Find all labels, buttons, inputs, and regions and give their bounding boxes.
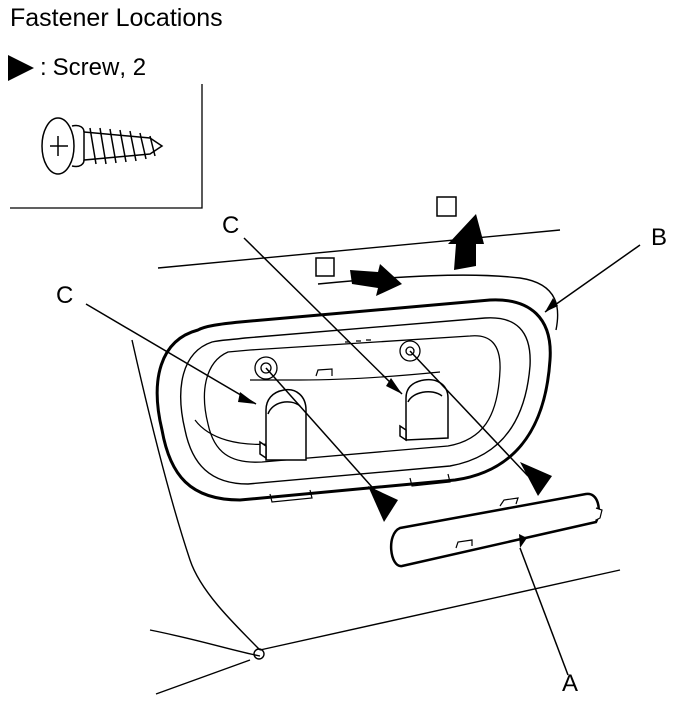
legend-fastener-name: Screw [52, 54, 120, 81]
removal-step-1-box [315, 257, 335, 277]
callout-label-b: B [651, 224, 668, 251]
leader-arrowheads [238, 298, 558, 548]
triangle-marker-icon [8, 55, 34, 81]
page-title: Fastener Locations [10, 4, 223, 32]
removal-step-1-arrow [350, 264, 402, 296]
legend-separator: : [40, 54, 47, 81]
legend-quantity: 2 [119, 54, 146, 82]
leader-lines [85, 237, 641, 676]
bracket-c-left [259, 388, 307, 461]
screw-hole-left [254, 356, 278, 380]
cover-a [390, 492, 603, 568]
fastener-legend: : Screw 2 [8, 54, 146, 82]
bezel-b [155, 298, 552, 503]
screw-icon [41, 117, 164, 175]
screw-marker-right [520, 462, 552, 496]
callout-label-c-left: C [56, 282, 74, 309]
callout-label-a: A [562, 670, 579, 697]
screw-hole-right [399, 340, 421, 362]
bracket-c-center [399, 378, 449, 442]
callout-label-c-center: C [222, 212, 240, 239]
removal-step-2-arrow [448, 214, 484, 270]
screw-inset [10, 84, 203, 209]
removal-step-2-box [436, 196, 457, 217]
dashboard-panel [131, 229, 621, 695]
screw-marker-left [368, 486, 398, 522]
